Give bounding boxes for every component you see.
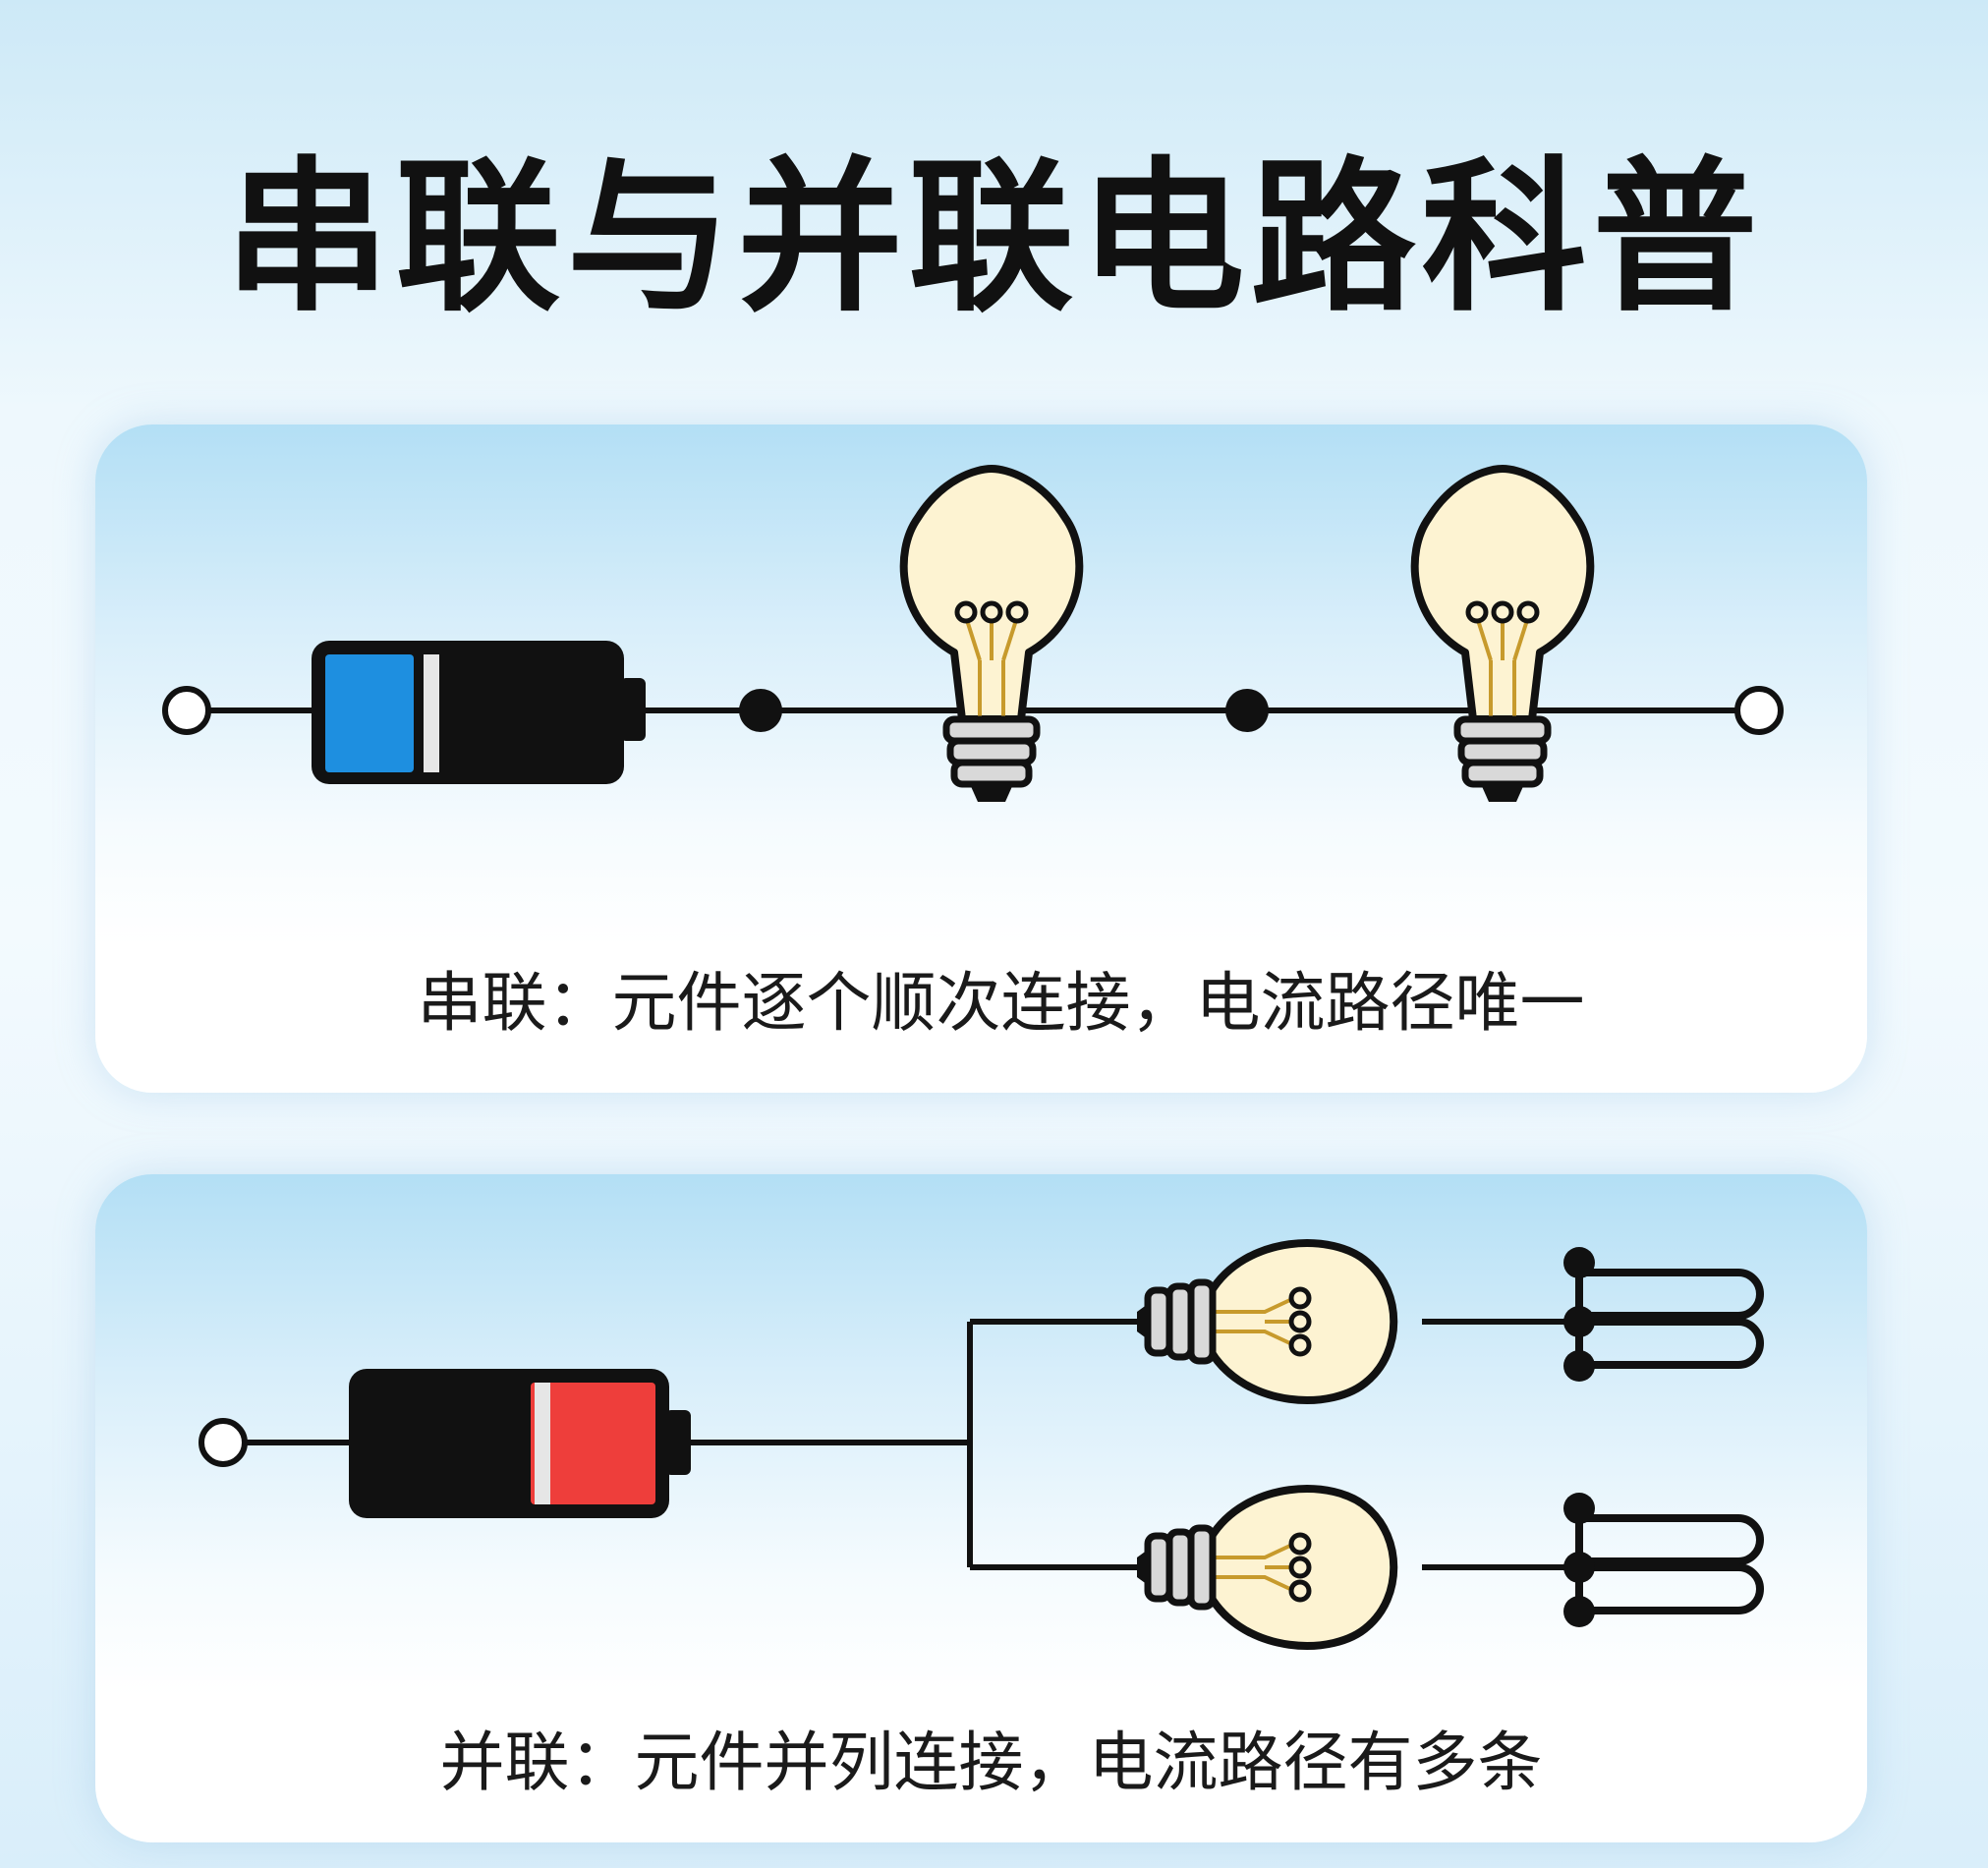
terminal-icon [1734,686,1784,735]
fork-terminal-icon [1563,1247,1764,1382]
light-bulb-icon [1137,1485,1398,1650]
series-caption: 串联：元件逐个顺次连接，电流路径唯一 [417,965,1585,1041]
fork-terminal-icon [1563,1493,1764,1627]
parallel-circuit-diagram [199,1239,1764,1650]
parallel-circuit-card: 并联：元件并列连接，电流路径有多条 [95,1174,1867,1842]
battery-icon [349,1369,691,1518]
terminal-icon [162,686,211,735]
battery-icon [312,641,646,784]
series-circuit-card: 串联：元件逐个顺次连接，电流路径唯一 [95,425,1867,1093]
light-bulb-icon [1410,465,1595,802]
parallel-caption: 并联：元件并列连接，电流路径有多条 [439,1725,1543,1800]
junction-icon [739,689,782,732]
junction-icon [1225,689,1269,732]
light-bulb-icon [899,465,1084,802]
light-bulb-icon [1137,1239,1398,1404]
series-circuit-diagram [162,465,1784,802]
branch-wires [967,1319,1137,1570]
terminal-icon [199,1418,248,1467]
page-title: 串联与并联电路科普 [224,142,1764,334]
